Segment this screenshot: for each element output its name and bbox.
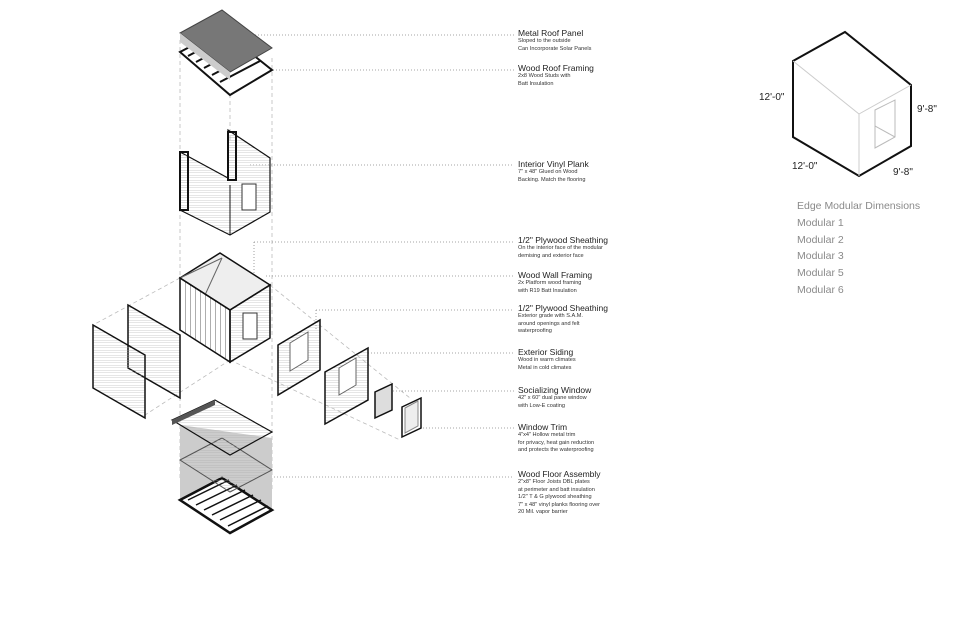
exterior-siding-panel — [324, 346, 369, 426]
label-title: Window Trim — [518, 422, 568, 432]
dimension-height-right: 9'-8" — [917, 104, 937, 115]
label-desc: demising and exterior face — [518, 252, 584, 259]
label-desc: at perimeter and batt insulation — [518, 486, 595, 493]
label-wood-roof-framing: Wood Roof Framing 2x8 Wood Studs with Ba… — [518, 63, 658, 88]
label-desc: On the interior face of the modular — [518, 245, 603, 251]
label-desc: Batt Insulation — [518, 80, 554, 87]
label-desc: Backing. Match the flooring — [518, 176, 586, 183]
leader-lines — [225, 34, 514, 478]
modular-dimension-cube — [792, 30, 912, 178]
left-exterior-siding — [92, 323, 146, 420]
dimension-base-left: 12'-0" — [792, 161, 818, 172]
label-desc: with Low-E coating — [518, 402, 565, 409]
legend-item: Modular 3 — [797, 250, 844, 263]
label-title: Wood Roof Framing — [518, 63, 594, 73]
label-socializing-window: Socializing Window 42" x 60" dual pane w… — [518, 385, 658, 410]
wood-wall-framing — [178, 252, 272, 364]
label-desc: 4"x4" Hollow metal trim — [518, 432, 576, 438]
label-desc: 42" x 60" dual pane window — [518, 395, 587, 401]
label-interior-plywood-sheathing: 1/2" Plywood Sheathing On the interior f… — [518, 235, 658, 260]
label-desc: Sloped to the outside — [518, 38, 571, 44]
label-title: Wood Wall Framing — [518, 270, 593, 280]
label-title: Metal Roof Panel — [518, 28, 584, 38]
legend-item: Modular 5 — [797, 267, 844, 280]
label-desc: Wood in warm climates — [518, 357, 576, 363]
label-desc: waterproofing — [518, 328, 552, 335]
label-desc: 1/2" T & G plywood sheathing — [518, 494, 592, 501]
legend-item: Modular 2 — [797, 233, 844, 246]
legend-item: Modular 1 — [797, 216, 844, 229]
label-desc: 2x8 Wood Studs with — [518, 73, 571, 79]
legend-title: Edge Modular Dimensions — [797, 200, 921, 212]
dimension-height-left: 12'-0" — [759, 92, 785, 103]
label-wood-floor-assembly: Wood Floor Assembly 2"x8" Floor Joists D… — [518, 469, 658, 517]
label-title: 1/2" Plywood Sheathing — [518, 235, 608, 245]
label-desc: 20 Mil. vapor barrier — [518, 509, 568, 516]
label-metal-roof-panel: Metal Roof Panel Sloped to the outside C… — [518, 28, 658, 53]
label-desc: around openings and felt — [518, 320, 580, 327]
label-desc: Can Incorporate Solar Panels — [518, 45, 592, 52]
label-title: Interior Vinyl Plank — [518, 159, 589, 169]
legend-item: Modular 6 — [797, 283, 844, 296]
interior-vinyl-plank — [179, 128, 271, 236]
socializing-window — [374, 382, 393, 420]
dimension-base-right: 9'-8" — [893, 167, 913, 178]
label-title: Exterior Siding — [518, 347, 574, 357]
label-title: 1/2" Plywood Sheathing — [518, 303, 608, 313]
label-desc: with R19 Batt Insulation — [518, 287, 577, 294]
exterior-plywood-sheathing — [277, 318, 321, 397]
label-desc: and protects the waterproofing — [518, 447, 594, 454]
construction-guides — [92, 40, 411, 490]
label-desc: 7" x 48" vinyl planks flooring over — [518, 501, 601, 508]
label-exterior-plywood-sheathing: 1/2" Plywood Sheathing Exterior grade wi… — [518, 303, 658, 336]
label-desc: for privacy, heat gain reduction — [518, 439, 595, 446]
label-interior-vinyl-plank: Interior Vinyl Plank 7" x 48" Glued on W… — [518, 159, 658, 184]
label-desc: Exterior grade with S.A.M. — [518, 313, 583, 319]
window-trim — [401, 396, 422, 439]
label-title: Socializing Window — [518, 385, 592, 395]
label-desc: 7" x 48" Glued on Wood — [518, 169, 578, 175]
modular-legend: Edge Modular Dimensions Modular 1 Modula… — [797, 198, 920, 299]
label-wood-wall-framing: Wood Wall Framing 2x Platform wood frami… — [518, 270, 658, 295]
label-desc: 2"x8" Floor Joists DBL plates — [518, 479, 590, 485]
wood-floor-assembly — [170, 399, 275, 535]
metal-roof-panel — [179, 9, 273, 80]
label-desc: Metal in cold climates — [518, 364, 572, 371]
label-window-trim: Window Trim 4"x4" Hollow metal trim for … — [518, 422, 658, 455]
label-title: Wood Floor Assembly — [518, 469, 601, 479]
label-exterior-siding: Exterior Siding Wood in warm climates Me… — [518, 347, 658, 372]
label-desc: 2x Platform wood framing — [518, 280, 582, 286]
